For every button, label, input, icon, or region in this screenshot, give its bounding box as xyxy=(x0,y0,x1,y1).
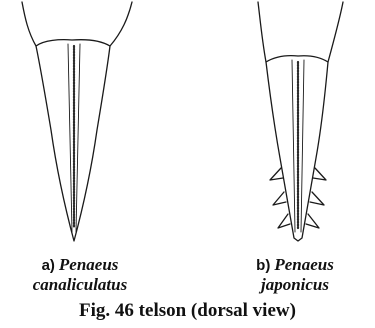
right-spine-2 xyxy=(310,192,324,205)
left-spine-1 xyxy=(270,168,283,180)
species-genus: Penaeus xyxy=(59,255,119,274)
panel-letter: a) xyxy=(42,257,55,274)
panel-letter: b) xyxy=(256,257,270,274)
figure-caption: Fig. 46 telson (dorsal view) xyxy=(0,299,375,323)
telson-a-drawing xyxy=(0,0,160,245)
species-genus: Penaeus xyxy=(274,255,334,274)
species-epithet: japonicus xyxy=(261,275,329,294)
segment-left-edge xyxy=(258,2,266,62)
right-spine-3 xyxy=(306,214,319,228)
left-spine-2 xyxy=(273,192,286,205)
segment-right-edge xyxy=(110,2,132,46)
segment-left-edge xyxy=(22,2,36,46)
caption-b: b) Penaeus japonicus xyxy=(220,255,370,295)
caption-a: a) Penaeus canaliculatus xyxy=(0,255,160,295)
segment-right-edge xyxy=(328,2,343,62)
species-epithet: canaliculatus xyxy=(33,275,127,294)
right-spine-1 xyxy=(313,168,326,180)
telson-b-drawing xyxy=(218,0,368,245)
left-spine-3 xyxy=(278,214,290,228)
